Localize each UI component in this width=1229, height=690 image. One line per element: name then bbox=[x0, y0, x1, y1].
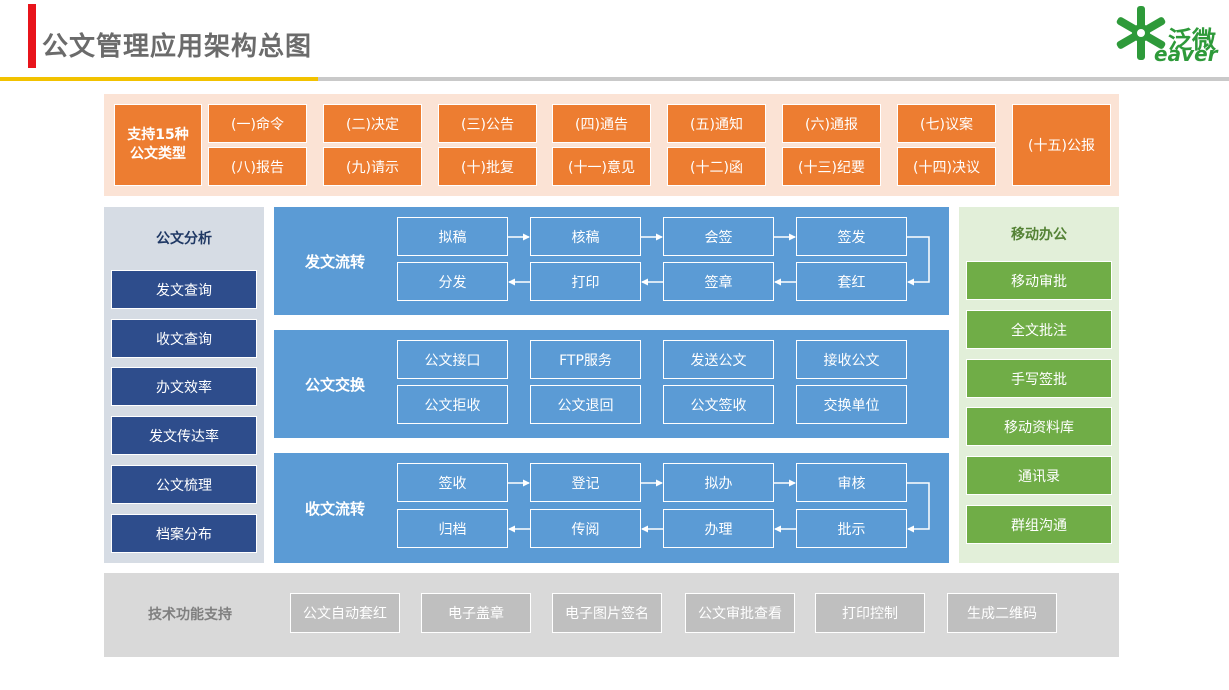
analysis-item: 收文查询 bbox=[111, 319, 257, 358]
receive-flow-step: 登记 bbox=[530, 463, 641, 502]
tech-support-item: 生成二维码 bbox=[947, 593, 1057, 633]
mobile-office-title: 移动办公 bbox=[1011, 227, 1067, 243]
analysis-item: 办文效率 bbox=[111, 367, 257, 406]
exchange-step: 公文签收 bbox=[663, 385, 774, 424]
mobile-office-item: 群组沟通 bbox=[966, 505, 1112, 544]
doc-type-item: (十五)公报 bbox=[1012, 104, 1111, 186]
tech-support-item: 公文审批查看 bbox=[685, 593, 795, 633]
logo-chinese-text: 泛微 bbox=[1168, 26, 1216, 54]
send-flow-step: 核稿 bbox=[530, 217, 641, 256]
send-flow-step: 签发 bbox=[796, 217, 907, 256]
exchange-step: 公文拒收 bbox=[397, 385, 508, 424]
receive-flow-step: 签收 bbox=[397, 463, 508, 502]
exchange-step: 交换单位 bbox=[796, 385, 907, 424]
doc-type-item: (十二)函 bbox=[667, 147, 766, 186]
receive-flow-step: 归档 bbox=[397, 509, 508, 548]
mobile-office-item: 移动资料库 bbox=[966, 407, 1112, 446]
page-title: 公文管理应用架构总图 bbox=[42, 32, 313, 62]
doc-type-item: (十三)纪要 bbox=[782, 147, 881, 186]
receive-flow-step: 传阅 bbox=[530, 509, 641, 548]
doc-type-item: (二)决定 bbox=[323, 104, 422, 143]
exchange-step: 公文退回 bbox=[530, 385, 641, 424]
exchange-step: FTP服务 bbox=[530, 340, 641, 379]
doc-type-item: (一)命令 bbox=[208, 104, 307, 143]
tech-support-item: 公文自动套红 bbox=[290, 593, 400, 633]
exchange-step: 发送公文 bbox=[663, 340, 774, 379]
logo-english-text: eaver bbox=[1154, 42, 1218, 66]
doc-type-item: (三)公告 bbox=[438, 104, 537, 143]
doc-type-item: (十四)决议 bbox=[897, 147, 996, 186]
mobile-office-item: 手写签批 bbox=[966, 359, 1112, 398]
doc-type-item: (八)报告 bbox=[208, 147, 307, 186]
receive-flow-step: 批示 bbox=[796, 509, 907, 548]
doc-type-item: (九)请示 bbox=[323, 147, 422, 186]
tech-support-title: 技术功能支持 bbox=[148, 607, 232, 623]
send-flow-step: 套红 bbox=[796, 262, 907, 301]
weaver-logo-icon bbox=[1116, 6, 1166, 60]
header-divider-highlight bbox=[0, 77, 318, 81]
analysis-item: 档案分布 bbox=[111, 514, 257, 553]
receive-flow-step: 办理 bbox=[663, 509, 774, 548]
analysis-item: 发文传达率 bbox=[111, 416, 257, 455]
doc-type-item: (七)议案 bbox=[897, 104, 996, 143]
doc-type-item: (四)通告 bbox=[552, 104, 651, 143]
mobile-office-item: 通讯录 bbox=[966, 456, 1112, 495]
document-types-label: 支持15种公文类型 bbox=[114, 104, 202, 186]
tech-support-item: 电子图片签名 bbox=[552, 593, 662, 633]
exchange-title: 公文交换 bbox=[304, 375, 365, 394]
exchange-step: 接收公文 bbox=[796, 340, 907, 379]
analysis-item: 公文梳理 bbox=[111, 465, 257, 504]
send-flow-step: 会签 bbox=[663, 217, 774, 256]
exchange-step: 公文接口 bbox=[397, 340, 508, 379]
send-flow-step: 签章 bbox=[663, 262, 774, 301]
doc-type-item: (六)通报 bbox=[782, 104, 881, 143]
analysis-item: 发文查询 bbox=[111, 270, 257, 309]
title-accent-bar bbox=[28, 4, 36, 68]
receive-flow-step: 审核 bbox=[796, 463, 907, 502]
send-flow-title: 发文流转 bbox=[304, 252, 365, 271]
receive-flow-title: 收文流转 bbox=[304, 499, 365, 518]
doc-type-item: (十)批复 bbox=[438, 147, 537, 186]
tech-support-item: 打印控制 bbox=[815, 593, 925, 633]
tech-support-item: 电子盖章 bbox=[421, 593, 531, 633]
send-flow-step: 拟稿 bbox=[397, 217, 508, 256]
doc-type-item: (五)通知 bbox=[667, 104, 766, 143]
receive-flow-step: 拟办 bbox=[663, 463, 774, 502]
send-flow-step: 打印 bbox=[530, 262, 641, 301]
mobile-office-item: 移动审批 bbox=[966, 261, 1112, 300]
header-divider bbox=[0, 77, 1229, 81]
doc-type-item: (十一)意见 bbox=[552, 147, 651, 186]
analysis-title: 公文分析 bbox=[156, 231, 212, 247]
send-flow-step: 分发 bbox=[397, 262, 508, 301]
mobile-office-item: 全文批注 bbox=[966, 310, 1112, 349]
